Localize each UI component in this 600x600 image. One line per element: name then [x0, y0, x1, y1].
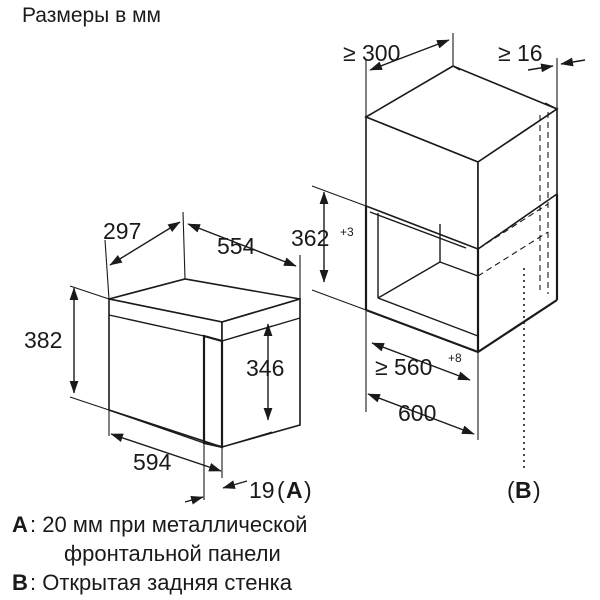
appliance-front-width-label: 594 [133, 449, 172, 475]
appliance-door-height-label: 346 [246, 355, 284, 381]
appliance-width-label: 554 [217, 233, 256, 259]
legend-a-text: : 20 мм при металлической [30, 512, 307, 537]
back-ref-open: ( [507, 477, 515, 503]
panel-offset-label: 19 [249, 477, 275, 503]
legend-a-key: A [12, 512, 28, 537]
appliance-dimensions: 297 554 382 346 594 19 ( A ) [24, 211, 312, 505]
back-ref-close: ) [533, 477, 541, 503]
appliance-depth-label: 297 [103, 218, 141, 244]
panel-ref-open: ( [277, 477, 285, 503]
appliance-height-label: 382 [24, 327, 62, 353]
niche-height-tolerance: +3 [340, 225, 354, 239]
legend-b-key: B [12, 570, 28, 595]
legend-a-text-cont: фронтальной панели [64, 541, 281, 566]
legend: A : 20 мм при металлической фронтальной … [12, 512, 307, 595]
niche-dimensions: ≥ 300 ≥ 16 362 +3 ≥ 560 +8 600 ( B ) [291, 33, 586, 503]
niche-drawing [364, 65, 559, 354]
niche-width-tolerance: +8 [448, 351, 462, 365]
niche-width-label: ≥ 560 [375, 354, 432, 380]
niche-depth-label: ≥ 300 [343, 40, 400, 66]
cabinet-width-label: 600 [398, 400, 436, 426]
appliance-drawing [108, 278, 301, 449]
panel-ref-label: A [286, 477, 303, 503]
niche-height-label: 362 [291, 225, 329, 251]
diagram-title: Размеры в мм [22, 4, 161, 27]
back-ref-label: B [515, 477, 532, 503]
niche-back-gap-label: ≥ 16 [498, 40, 543, 66]
legend-b-text: : Открытая задняя стенка [30, 570, 293, 595]
panel-ref-close: ) [304, 477, 312, 503]
